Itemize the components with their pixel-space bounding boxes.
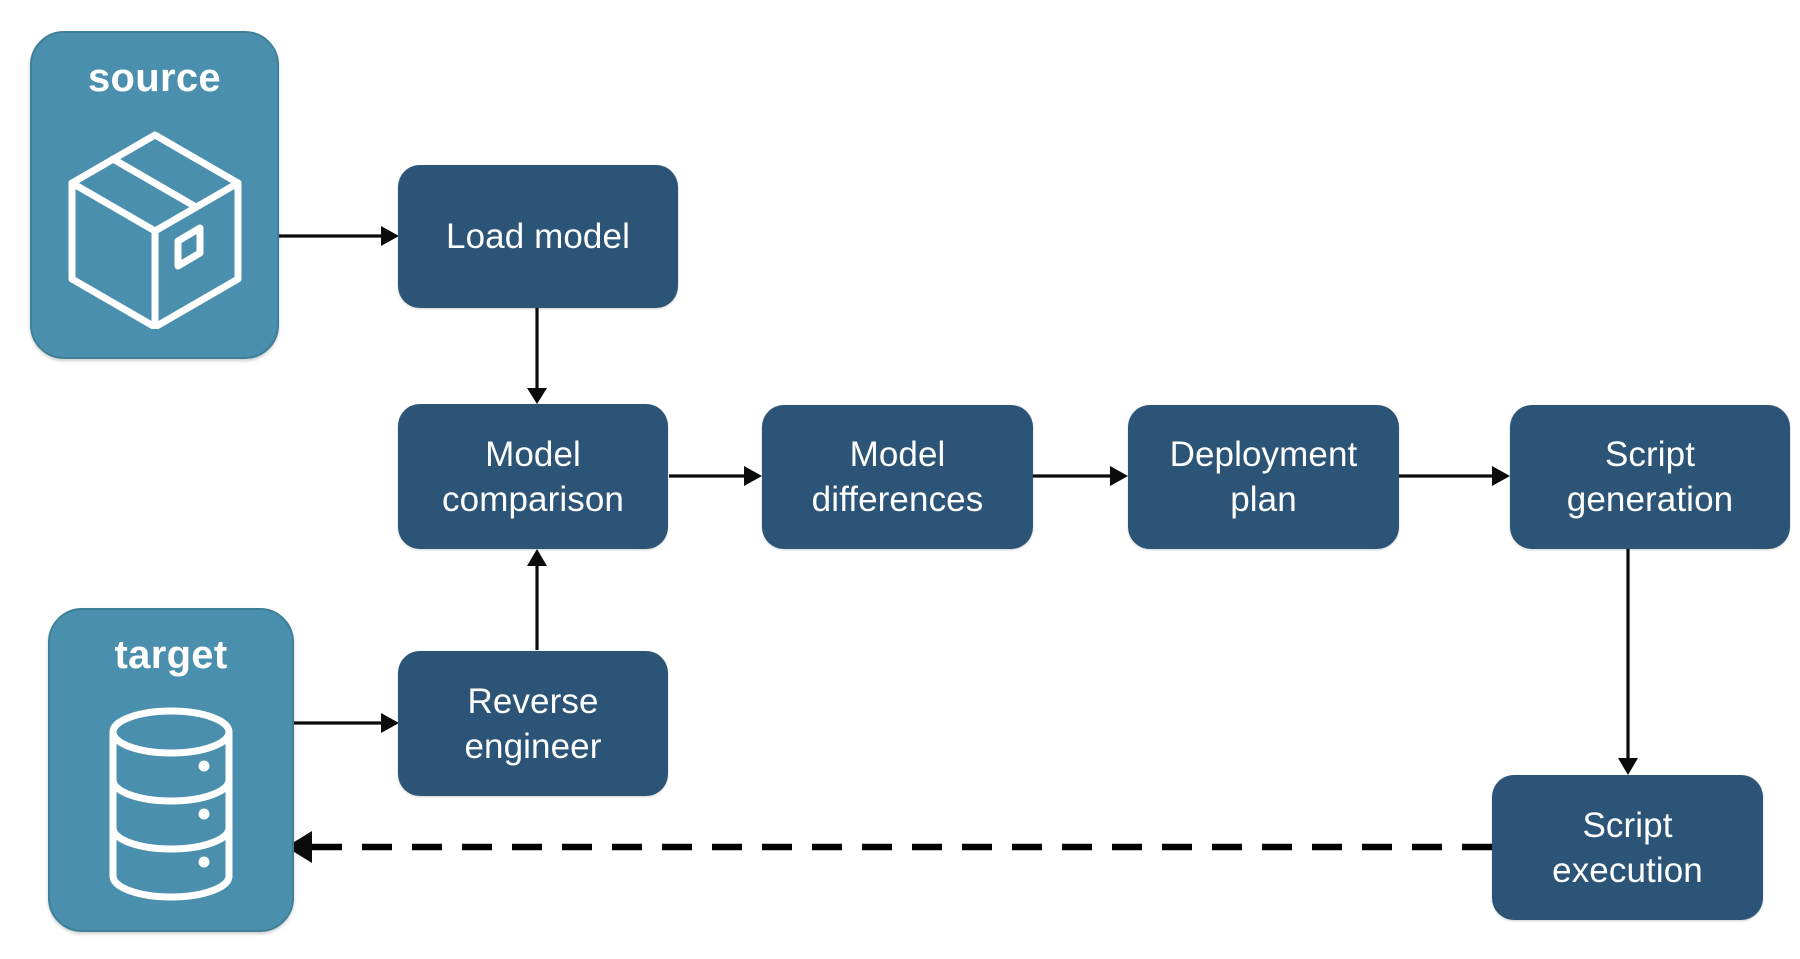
step-load-model[interactable]: Load model	[398, 165, 678, 308]
package-box-icon	[32, 101, 277, 357]
step-script-execution-label: Script execution	[1552, 805, 1703, 890]
edge-model-comparison-to-model-differences	[669, 466, 762, 486]
step-model-comparison-label: Model comparison	[442, 434, 624, 519]
database-cylinder-icon	[50, 678, 292, 930]
step-load-model-label: Load model	[446, 217, 630, 256]
endpoint-source[interactable]: source	[30, 31, 279, 359]
endpoint-source-label: source	[88, 56, 221, 100]
step-script-generation[interactable]: Script generation	[1510, 405, 1790, 549]
edge-script-generation-to-script-execution	[1618, 549, 1638, 775]
edge-reverse-engineer-to-model-comparison	[527, 549, 547, 650]
step-model-comparison[interactable]: Model comparison	[398, 404, 668, 549]
edge-source-to-load-model	[279, 226, 399, 246]
step-reverse-engineer-label: Reverse engineer	[464, 681, 602, 766]
step-script-generation-label: Script generation	[1566, 435, 1734, 519]
edge-deployment-plan-to-script-generation	[1399, 466, 1510, 486]
step-model-differences[interactable]: Model differences	[762, 405, 1033, 549]
edge-target-to-reverse-engineer	[294, 713, 399, 733]
step-script-execution[interactable]: Script execution	[1492, 775, 1763, 920]
step-deployment-plan-label: Deployment plan	[1169, 435, 1358, 519]
edge-load-model-to-model-comparison	[527, 308, 547, 404]
endpoint-target-label: target	[114, 633, 228, 677]
step-model-differences-label: Model differences	[811, 435, 984, 519]
step-deployment-plan[interactable]: Deployment plan	[1128, 405, 1399, 549]
edge-script-execution-to-target	[286, 831, 1492, 863]
step-reverse-engineer[interactable]: Reverse engineer	[398, 651, 668, 796]
endpoint-target[interactable]: target	[48, 608, 294, 932]
edge-model-differences-to-deployment-plan	[1033, 466, 1128, 486]
